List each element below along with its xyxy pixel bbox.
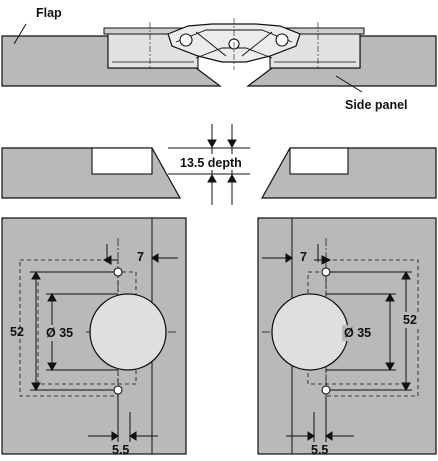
right-offset-dimension <box>262 244 332 265</box>
hinge-assembly-view <box>1 18 437 93</box>
bore-section-view <box>1 124 437 205</box>
right-spacing-dimension <box>286 396 354 442</box>
right-diameter-dimension <box>326 292 396 372</box>
side-panel-section <box>260 147 437 199</box>
right-height-dimension <box>330 270 412 392</box>
right-screw-hole-bottom <box>321 385 331 395</box>
right-cup-bore <box>271 293 349 371</box>
left-spacing-dimension <box>88 396 158 442</box>
side-panel-label: Side panel <box>345 98 408 112</box>
left-screw-hole-bottom <box>113 385 123 395</box>
side-panel-leader <box>335 75 363 93</box>
right-diameter-label: Ø 35 <box>344 326 371 340</box>
left-screw-hole-top <box>113 267 123 277</box>
flap-section <box>1 147 182 199</box>
left-diameter-label: Ø 35 <box>46 326 73 340</box>
left-diameter-dimension <box>46 292 118 372</box>
left-cup-bore <box>89 293 167 371</box>
right-height-label: 52 <box>403 313 417 327</box>
right-boring-pattern <box>257 217 437 455</box>
left-boring-pattern <box>1 217 187 455</box>
left-spacing-label: 5.5 <box>112 443 129 457</box>
left-height-dimension <box>30 270 114 392</box>
flap-leader <box>13 23 27 45</box>
side-panel-bore-recess <box>289 147 349 175</box>
flap-label: Flap <box>36 6 62 20</box>
hinge-mechanism <box>167 18 301 70</box>
left-offset-dimension <box>102 244 178 265</box>
flap-bore-recess <box>91 147 153 175</box>
left-height-label: 52 <box>10 325 24 339</box>
depth-label: 13.5 depth <box>180 156 242 170</box>
left-offset-label: 7 <box>137 250 144 264</box>
right-screw-hole-top <box>321 267 331 277</box>
right-spacing-label: 5.5 <box>311 443 328 457</box>
right-offset-label: 7 <box>300 250 307 264</box>
